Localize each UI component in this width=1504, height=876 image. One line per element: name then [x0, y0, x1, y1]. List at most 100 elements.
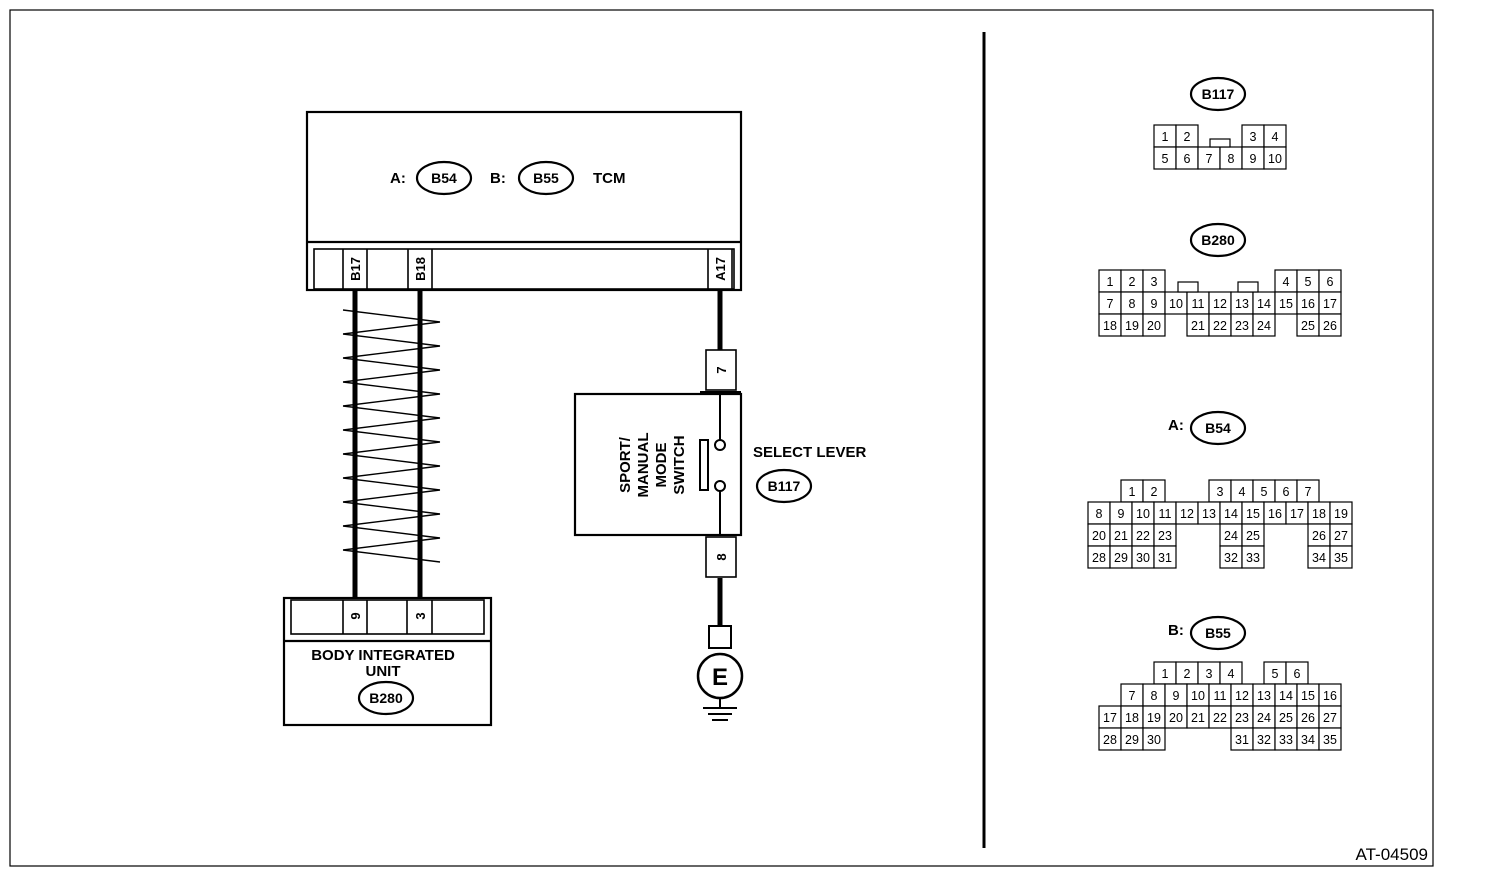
switch-label: SPORT/ MANUAL MODE SWITCH: [617, 433, 688, 498]
connector-pin-number: 19: [1334, 507, 1348, 521]
tcm-connector-strip: [313, 248, 735, 290]
connector-pin-number: 23: [1235, 711, 1249, 725]
connector-pin-number: 24: [1257, 711, 1271, 725]
connector-pin-number: 11: [1214, 689, 1227, 703]
connector-view-oval: [1189, 615, 1247, 651]
connector-pin-number: 12: [1213, 297, 1227, 311]
connector-pin-number: 7: [1206, 152, 1213, 166]
tcm-connector-b-label: B55: [533, 170, 559, 186]
connector-pin-number: 23: [1158, 529, 1172, 543]
tcm-connector-b-prefix: B:: [490, 170, 506, 187]
connector-pin-number: 10: [1169, 297, 1183, 311]
ground-label: E: [712, 664, 728, 691]
connector-pin-number: 25: [1246, 529, 1260, 543]
body-unit-connector-oval: [357, 680, 415, 716]
body-unit-connector-label: B280: [369, 690, 403, 706]
connector-pin-cell: [1241, 545, 1265, 569]
connector-pin-number: 28: [1092, 551, 1106, 565]
connector-pin-number: 12: [1235, 689, 1249, 703]
connector-pin-number: 25: [1301, 319, 1315, 333]
connector-pin-number: 2: [1184, 130, 1191, 144]
switch-label-line-2: MANUAL: [635, 433, 652, 498]
connector-pin-number: 6: [1283, 485, 1290, 499]
tcm-pin-b17: B17: [348, 257, 363, 281]
connector-pin-number: 5: [1272, 667, 1279, 681]
connector-pin-number: 18: [1312, 507, 1326, 521]
tcm-pin-a17: A17: [713, 257, 728, 281]
connector-view-oval: [1189, 222, 1247, 258]
connector-pin-number: 14: [1257, 297, 1271, 311]
connector-pin-cell: [1142, 727, 1166, 751]
connector-pin-number: 2: [1151, 485, 1158, 499]
connector-pin-number: 9: [1118, 507, 1125, 521]
connector-pin-number: 17: [1290, 507, 1304, 521]
switch-pin-8: 8: [714, 553, 729, 560]
connector-pin-number: 22: [1213, 711, 1227, 725]
connector-view-name: B280: [1201, 232, 1235, 248]
switch-body: [573, 392, 743, 537]
connector-pin-number: 5: [1305, 275, 1312, 289]
tcm-title: TCM: [593, 170, 626, 187]
connector-pin-number: 3: [1250, 130, 1257, 144]
connector-pin-number: 3: [1151, 275, 1158, 289]
connector-pin-number: 26: [1301, 711, 1315, 725]
body-unit-connector-strip: [290, 599, 485, 635]
switch-contact-bottom: [714, 480, 726, 492]
tcm-connector-a-prefix: A:: [390, 170, 406, 187]
connector-pin-number: 10: [1136, 507, 1150, 521]
switch-actuator: [699, 439, 709, 491]
connector-pin-number: 9: [1250, 152, 1257, 166]
connector-pin-number: 2: [1184, 667, 1191, 681]
connector-pin-number: 35: [1323, 733, 1337, 747]
connector-pin-number: 10: [1191, 689, 1205, 703]
connector-view-name: B55: [1205, 625, 1231, 641]
connector-pin-number: 33: [1279, 733, 1293, 747]
connector-pin-number: 4: [1228, 667, 1235, 681]
connector-pin-number: 9: [1151, 297, 1158, 311]
switch-contact-top: [714, 439, 726, 451]
connector-pin-number: 27: [1323, 711, 1337, 725]
switch-label-line-4: SWITCH: [671, 435, 688, 494]
connector-pin-number: 19: [1147, 711, 1161, 725]
connector-pin-number: 1: [1129, 485, 1136, 499]
connector-pin-number: 5: [1162, 152, 1169, 166]
connector-pin-number: 32: [1257, 733, 1271, 747]
connector-pin-number: 26: [1312, 529, 1326, 543]
connector-pin-number: 8: [1151, 689, 1158, 703]
sport-manual-mode-switch: 7 8 SPORT/ MANUAL MODE SWITCH SELECT LEV…: [573, 349, 867, 578]
connector-pin-number: 21: [1114, 529, 1128, 543]
connector-pin-cell: [1329, 545, 1353, 569]
body-unit-title-line-1: BODY INTEGRATED: [311, 647, 455, 664]
figure-id: AT-04509: [1356, 845, 1428, 864]
connector-pin-number: 29: [1114, 551, 1128, 565]
connector-pin-number: 22: [1136, 529, 1150, 543]
connector-pin-number: 26: [1323, 319, 1337, 333]
connector-pin-number: 1: [1162, 667, 1169, 681]
connector-view-prefix: B:: [1168, 622, 1184, 639]
connector-pin-number: 8: [1129, 297, 1136, 311]
connector-pin-number: 5: [1261, 485, 1268, 499]
switch-label-line-1: SPORT/: [617, 436, 634, 493]
connector-pin-number: 31: [1235, 733, 1249, 747]
ground-symbol: E: [696, 625, 744, 721]
connector-pin-number: 7: [1305, 485, 1312, 499]
connector-pin-number: 1: [1162, 130, 1169, 144]
connector-pin-number: 30: [1136, 551, 1150, 565]
connector-pin-cell: [1142, 313, 1166, 337]
switch-label-line-3: MODE: [653, 443, 670, 488]
connector-pin-number: 2: [1129, 275, 1136, 289]
connector-pin-number: 15: [1301, 689, 1315, 703]
wiring: [342, 289, 723, 628]
connector-pin-number: 17: [1103, 711, 1117, 725]
connector-pin-number: 16: [1301, 297, 1315, 311]
connector-pin-number: 1: [1107, 275, 1114, 289]
switch-pin-7: 7: [714, 366, 729, 373]
connector-view-oval: [1189, 76, 1247, 112]
diagram-frame: [9, 9, 1434, 867]
